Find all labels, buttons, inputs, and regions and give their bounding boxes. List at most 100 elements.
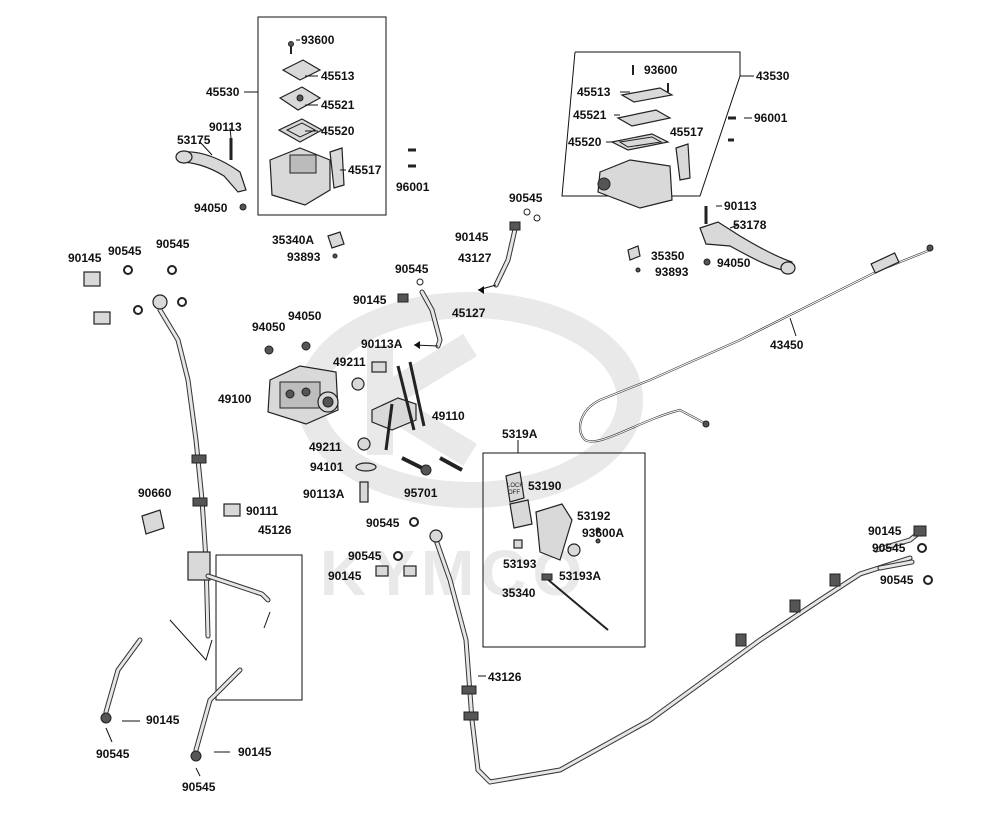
label-45517-right: 45517 xyxy=(670,125,704,139)
grommet-49211-bottom xyxy=(357,437,371,451)
label-90145-c: 90145 xyxy=(353,293,387,307)
brake-hose-43126 xyxy=(375,517,933,785)
spacer-53193 xyxy=(513,539,523,549)
bolt-95701-b xyxy=(439,456,463,472)
label-53190: 53190 xyxy=(528,479,562,493)
bolt-90145-lower xyxy=(93,311,111,325)
plate-45521-right xyxy=(616,109,672,127)
brake-hose-43127 xyxy=(477,208,541,294)
label-93600a: 93600A xyxy=(582,526,624,540)
label-49110: 49110 xyxy=(432,409,465,423)
label-90545-f: 90545 xyxy=(348,549,382,563)
reservoir-cap-45513-left xyxy=(281,59,322,81)
lock-switch-53190 xyxy=(505,471,525,503)
label-90545-i: 90545 xyxy=(96,747,130,761)
label-90545-a: 90545 xyxy=(509,191,543,205)
lock-tag: LOCK xyxy=(507,483,523,489)
label-43126: 43126 xyxy=(488,670,522,684)
brake-hose-45127 xyxy=(397,278,443,349)
label-90660: 90660 xyxy=(138,486,172,500)
watermark-brand: KYMCO xyxy=(320,537,588,609)
brake-switch-45517-right xyxy=(675,143,691,181)
label-45126: 45126 xyxy=(258,523,292,537)
group-frame-43530 xyxy=(561,51,741,197)
label-45127: 45127 xyxy=(452,306,486,320)
label-43127: 43127 xyxy=(458,251,492,265)
label-90545-e: 90545 xyxy=(366,516,400,530)
label-90113-right: 90113 xyxy=(724,199,757,213)
washer-94050-a xyxy=(264,345,274,355)
left-master-cylinder-group xyxy=(175,16,416,216)
reservoir-cap-45513-right xyxy=(620,87,674,103)
label-35350: 35350 xyxy=(651,249,685,263)
label-45520-left: 45520 xyxy=(321,124,355,138)
label-93600-right: 93600 xyxy=(644,63,678,77)
label-95701: 95701 xyxy=(404,486,438,500)
label-90113a-bottom: 90113A xyxy=(303,487,345,501)
diaphragm-45520-left xyxy=(277,118,324,143)
label-45513-right: 45513 xyxy=(577,85,611,99)
label-45530: 45530 xyxy=(206,85,240,99)
label-90113a-top: 90113A xyxy=(361,337,403,351)
brake-lever-53175 xyxy=(179,151,247,193)
label-90145-d: 90145 xyxy=(328,569,362,583)
label-43450: 43450 xyxy=(770,338,804,352)
label-90545-j: 90545 xyxy=(182,780,216,794)
label-90111: 90111 xyxy=(246,504,278,518)
label-90545-b: 90545 xyxy=(108,244,142,258)
master-cylinder-body-right xyxy=(597,159,673,209)
label-93893-left: 93893 xyxy=(287,250,321,264)
label-45517-left: 45517 xyxy=(348,163,382,177)
label-45521-left: 45521 xyxy=(321,98,355,112)
label-90113-left: 90113 xyxy=(209,120,242,134)
cable-35340 xyxy=(545,577,609,631)
label-94050-left: 94050 xyxy=(194,201,228,215)
label-94101: 94101 xyxy=(310,460,344,474)
label-90545-c: 90545 xyxy=(156,237,190,251)
label-93600-left: 93600 xyxy=(301,33,335,47)
hose-guide-90660 xyxy=(141,509,165,535)
label-53193a: 53193A xyxy=(559,569,601,583)
hose-clamp-junction xyxy=(187,551,211,581)
label-43530: 43530 xyxy=(756,69,790,83)
bracket-53193a xyxy=(535,503,573,561)
group-frame-5319a xyxy=(482,452,646,648)
label-35340a: 35340A xyxy=(272,233,314,247)
brake-switch-45517-left xyxy=(329,147,345,189)
label-96001-right: 96001 xyxy=(754,111,788,125)
brake-hose-45126 xyxy=(100,294,303,777)
kymco-watermark: KYMCO xyxy=(297,292,643,609)
label-53178: 53178 xyxy=(733,218,767,232)
label-90145-a: 90145 xyxy=(455,230,489,244)
bolt-90113a-bottom xyxy=(359,481,369,503)
label-90145-e: 90145 xyxy=(868,524,902,538)
bracket-35340a xyxy=(327,231,345,259)
label-93893-right: 93893 xyxy=(655,265,689,279)
label-35340: 35340 xyxy=(502,586,536,600)
label-45520-right: 45520 xyxy=(568,135,602,149)
right-master-cylinder-group xyxy=(561,51,796,275)
label-94050-d: 94050 xyxy=(288,309,322,323)
label-5319a: 5319A xyxy=(502,427,538,441)
bolt-90111 xyxy=(223,503,241,517)
label-90545-d: 90545 xyxy=(395,262,429,276)
parking-cable-43450 xyxy=(578,244,934,443)
label-49100: 49100 xyxy=(218,392,252,406)
label-96001-left: 96001 xyxy=(396,180,430,194)
switch-base-53192 xyxy=(509,499,533,529)
label-90145-f: 90145 xyxy=(146,713,180,727)
off-tag: OFF xyxy=(508,490,520,496)
bolt-90145-upper xyxy=(83,271,101,287)
label-49211-bottom: 49211 xyxy=(309,440,342,454)
group-frame-45530 xyxy=(257,16,387,216)
label-45521-right: 45521 xyxy=(573,108,607,122)
screw-93600-left xyxy=(288,41,294,54)
label-94050-right: 94050 xyxy=(717,256,751,270)
abs-bracket-49110 xyxy=(371,361,426,451)
label-53193: 53193 xyxy=(503,557,537,571)
label-45513-left: 45513 xyxy=(321,69,355,83)
bolt-90113a-top xyxy=(371,361,387,373)
label-90545-g: 90545 xyxy=(872,541,906,555)
